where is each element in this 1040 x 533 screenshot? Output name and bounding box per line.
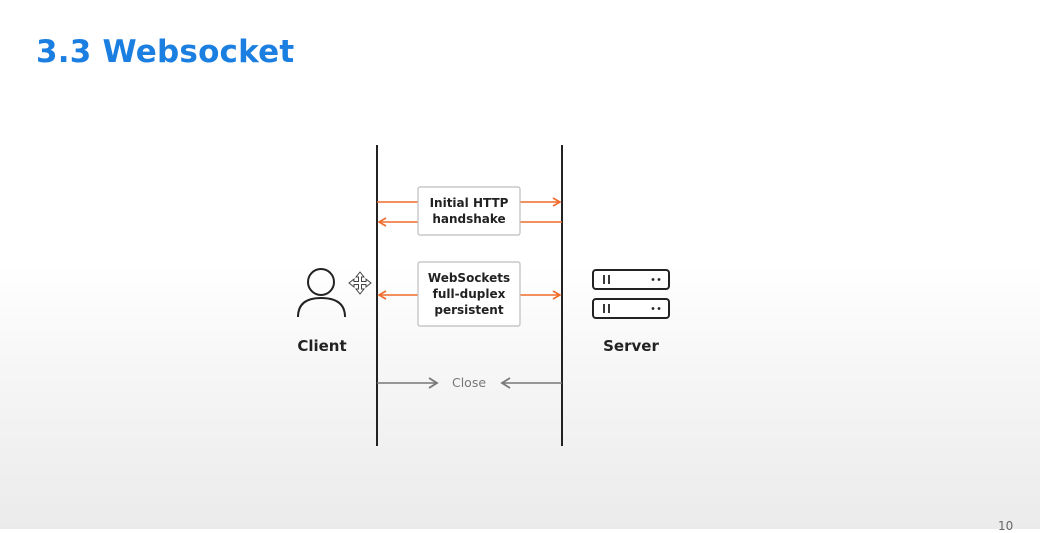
server-icon xyxy=(592,269,670,319)
websocket-label-line-3: persistent xyxy=(434,303,503,317)
slide-title: 3.3 Websocket xyxy=(36,34,295,70)
page-number: 10 xyxy=(998,519,1014,533)
websocket-box xyxy=(417,261,521,327)
handshake-label-line-2: handshake xyxy=(432,212,505,226)
client-user-icon xyxy=(297,268,346,318)
websocket-label-line-1: WebSockets xyxy=(428,271,510,285)
close-label: Close xyxy=(452,375,486,390)
websocket-label-line-2: full-duplex xyxy=(433,287,506,301)
handshake-label-line-1: Initial HTTP xyxy=(430,196,509,210)
handshake-box xyxy=(417,186,521,236)
server-label: Server xyxy=(603,337,659,355)
move-cursor-icon xyxy=(348,271,372,295)
client-label: Client xyxy=(297,337,346,355)
